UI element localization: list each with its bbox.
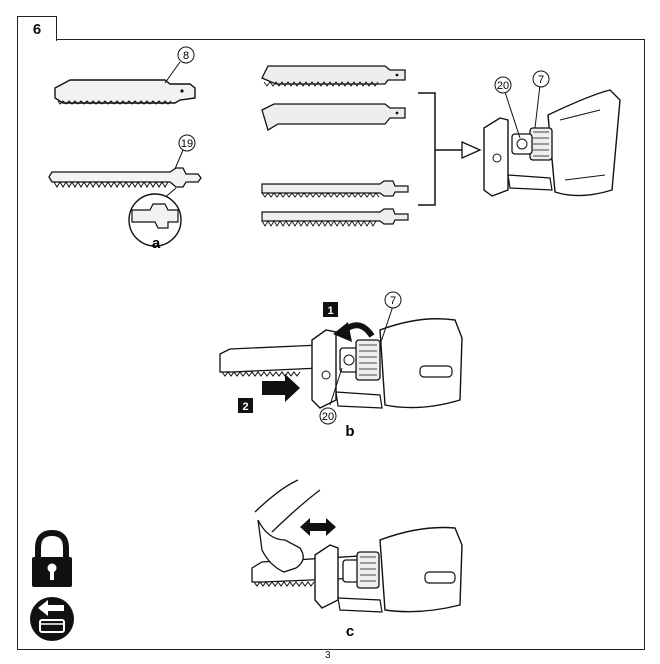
label-a: a [152, 235, 161, 252]
check-blade-illustration [251, 479, 463, 613]
svg-text:20: 20 [497, 80, 509, 92]
svg-text:7: 7 [390, 295, 396, 307]
svg-text:20: 20 [322, 411, 334, 423]
callout-20-b: 20 [319, 407, 337, 425]
svg-text:2: 2 [242, 401, 248, 413]
step-2-badge: 2 [238, 398, 253, 413]
step-1-badge: 1 [323, 302, 338, 317]
jigsaw-blade-illustration [48, 149, 202, 247]
insert-blade-illustration [219, 305, 463, 409]
svg-text:7: 7 [538, 74, 544, 86]
svg-text:8: 8 [183, 50, 189, 62]
svg-text:19: 19 [181, 138, 193, 150]
callout-7-b: 7 [384, 291, 402, 309]
padlock-icon [32, 529, 72, 587]
saw-blade-illustration [54, 61, 196, 105]
callout-20-top: 20 [494, 76, 512, 94]
figure-frame [17, 39, 645, 650]
callout-8: 8 [177, 46, 195, 64]
label-c: c [346, 623, 354, 640]
page-number: 3 [325, 650, 331, 661]
tool-head-illustration [483, 84, 621, 197]
label-b: b [345, 423, 354, 440]
callout-7-top: 7 [532, 70, 550, 88]
figure-number: 6 [17, 16, 57, 41]
callout-19: 19 [178, 134, 196, 152]
svg-text:1: 1 [327, 305, 333, 317]
eject-back-icon [30, 597, 74, 641]
blade-group [261, 65, 482, 227]
